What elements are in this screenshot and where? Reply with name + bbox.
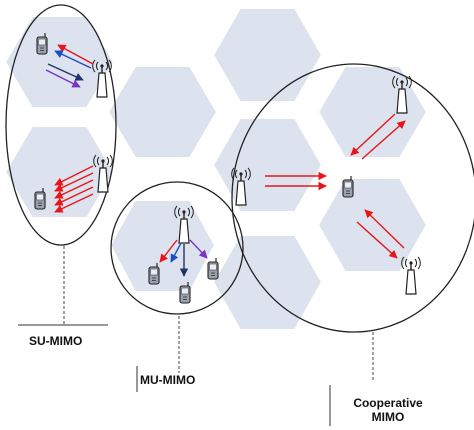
hex-cell	[3, 125, 116, 219]
su-mimo-region	[5, 4, 117, 246]
cooperative-mimo-label: Cooperative MIMO	[340, 396, 436, 424]
hex-cell	[106, 65, 219, 159]
uplink-arrow	[45, 69, 81, 88]
uplink-arrow	[47, 63, 84, 81]
downlink-arrow	[356, 221, 398, 259]
mu-mimo-region	[110, 181, 244, 315]
downlink-arrow	[57, 44, 94, 65]
downlink-arrow	[170, 242, 182, 263]
hex-cell	[108, 199, 217, 293]
downlink-arrow	[350, 113, 396, 156]
downlink-arrow	[54, 186, 94, 206]
hex-cell	[211, 117, 324, 213]
downlink-arrow	[54, 50, 92, 69]
hex-cell	[211, 234, 324, 331]
cooperative-mimo-region	[231, 63, 474, 333]
hex-cell	[3, 15, 116, 109]
downlink-arrow	[54, 165, 94, 186]
hex-cell	[316, 177, 429, 273]
cooperative-mimo-label-line1: Cooperative	[353, 396, 423, 410]
downlink-arrow	[54, 193, 94, 213]
su-mimo-label: SU-MIMO	[29, 334, 83, 348]
downlink-arrow	[54, 179, 94, 199]
downlink-arrow	[159, 239, 178, 263]
mobile-phone-icon	[207, 257, 219, 280]
downlink-arrow	[361, 120, 406, 160]
hex-grid	[3, 7, 429, 331]
downlink-arrow	[364, 209, 405, 249]
cooperative-mimo-label-line2: MIMO	[371, 410, 405, 424]
hex-cell	[211, 7, 324, 103]
mu-mimo-label: MU-MIMO	[140, 373, 196, 387]
downlink-arrow	[54, 172, 94, 192]
downlink-arrow	[189, 239, 208, 259]
